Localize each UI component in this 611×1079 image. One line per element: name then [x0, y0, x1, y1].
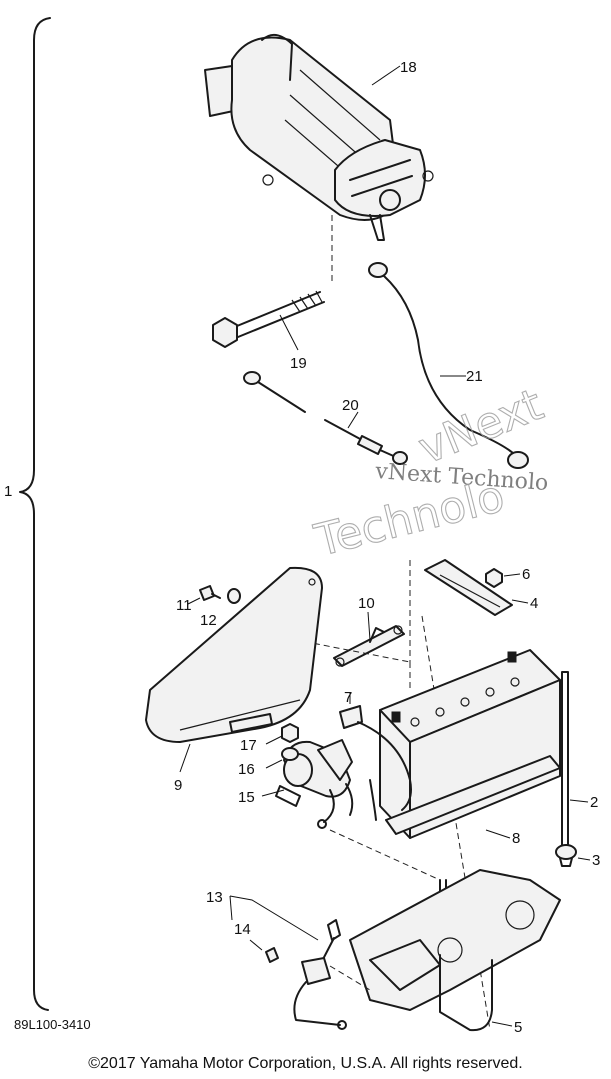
grommet[interactable]: [555, 844, 577, 867]
callout-5: 5: [514, 1019, 522, 1036]
callout-3: 3: [592, 852, 600, 869]
battery-cover[interactable]: [145, 566, 323, 743]
neutral-switch[interactable]: [293, 919, 347, 1030]
starter-bolt[interactable]: [212, 290, 325, 348]
callout-18: 18: [400, 59, 417, 76]
callout-14: 14: [234, 921, 251, 938]
callout-9: 9: [174, 777, 182, 794]
callout-17: 17: [240, 737, 257, 754]
relay-nut[interactable]: [281, 723, 299, 743]
breather-tube[interactable]: [561, 671, 569, 851]
callout-1: 1: [4, 483, 12, 500]
callout-12: 12: [200, 612, 217, 629]
callout-21: 21: [466, 368, 483, 385]
battery-cable[interactable]: [243, 371, 408, 465]
callout-4: 4: [530, 595, 538, 612]
switch-seal[interactable]: [265, 947, 279, 963]
callout-13: 13: [206, 889, 223, 906]
callout-6: 6: [522, 566, 530, 583]
cover-screw[interactable]: [199, 585, 221, 601]
battery-holder-band[interactable]: [424, 559, 513, 616]
callout-10: 10: [358, 595, 375, 612]
callout-2: 2: [590, 794, 598, 811]
battery-lead[interactable]: [339, 705, 412, 821]
callout-11: 11: [176, 597, 192, 614]
battery-carrier[interactable]: [349, 869, 561, 1011]
watermark-outline-1: vNext: [412, 379, 550, 474]
starter-lead-wire[interactable]: [368, 262, 529, 469]
callout-20: 20: [342, 397, 359, 414]
callout-19: 19: [290, 355, 307, 372]
relay-damper[interactable]: [281, 747, 299, 761]
diagram-code: 89L100-3410: [14, 1017, 91, 1032]
starter-motor[interactable]: [204, 33, 434, 241]
battery[interactable]: [379, 649, 561, 839]
callout-7: 7: [344, 689, 352, 706]
copyright-notice: ©2017 Yamaha Motor Corporation, U.S.A. A…: [88, 1055, 523, 1072]
holder-nut[interactable]: [485, 568, 503, 588]
battery-hold-rod[interactable]: [439, 954, 493, 1032]
group-brace: [19, 17, 51, 1011]
terminal-bracket[interactable]: [333, 625, 405, 667]
callout-8: 8: [512, 830, 520, 847]
cover-washer[interactable]: [227, 588, 241, 604]
callout-16: 16: [238, 761, 255, 778]
callout-15: 15: [238, 789, 255, 806]
